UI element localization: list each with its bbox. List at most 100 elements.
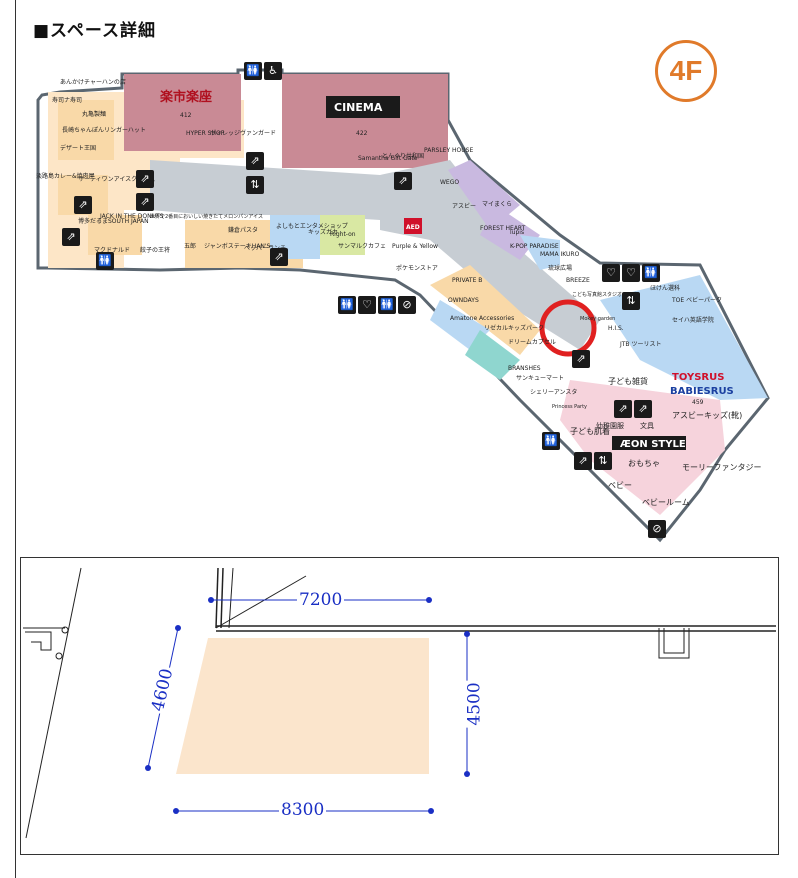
label-toe: TOE ベビーパーク bbox=[671, 296, 722, 304]
label-sushi: 寿司ナ寿司 bbox=[52, 96, 82, 104]
wall-line bbox=[220, 567, 224, 629]
escalator-icon: ⇗ bbox=[136, 193, 154, 211]
label-baby: ベビー bbox=[608, 481, 632, 490]
label-samantha: Samantha Gift Gate bbox=[358, 155, 418, 162]
store-block-nagasaki bbox=[58, 100, 114, 160]
left-margin-line bbox=[15, 0, 16, 878]
label-forest: FOREST HEART bbox=[480, 225, 526, 232]
baby-icon: ♡ bbox=[622, 264, 640, 282]
smoking-icon: ⊘ bbox=[648, 520, 666, 538]
dim-point bbox=[173, 808, 179, 814]
label-jack: JACK IN THE DONUTS bbox=[99, 213, 164, 220]
label-toys-no: 459 bbox=[692, 399, 704, 406]
label-bunbougu: 文具 bbox=[640, 421, 654, 430]
dim-point bbox=[175, 625, 181, 631]
label-mymakura: マイまくら bbox=[482, 201, 512, 208]
label-ankake: あんかけチャーハンの店 bbox=[60, 78, 126, 86]
label-toys: TOYSRUS bbox=[672, 372, 724, 383]
elevator-icon: ⇅ bbox=[246, 176, 264, 194]
label-mamakuro: MAMA IKURO bbox=[540, 251, 580, 258]
escalator-icon: ⇗ bbox=[74, 196, 92, 214]
dim-point bbox=[426, 597, 432, 603]
aeon-sign-bg bbox=[612, 436, 686, 450]
label-dream: ドリームカプセル bbox=[508, 339, 556, 346]
corridor-east bbox=[380, 160, 600, 350]
label-hyper: HYPER SHOP bbox=[186, 130, 225, 137]
cinema-sign-bg bbox=[326, 96, 400, 118]
label-parsley: PARSLEY HOUSE bbox=[424, 147, 473, 154]
label-village: ヴィレッジヴァンガード bbox=[210, 129, 276, 137]
store-block-righton bbox=[320, 215, 365, 255]
label-pasta: 鎌倉パスタ bbox=[228, 226, 258, 234]
label-asubee-kids: アスビーキッズ(靴) bbox=[672, 410, 742, 420]
aed-box bbox=[404, 218, 422, 234]
label-breeze: BREEZE bbox=[566, 277, 590, 284]
label-ramen: 五郎 bbox=[184, 242, 196, 250]
label-asubee: アスビー bbox=[452, 202, 476, 210]
dimension-drawing: 7200 4600 4500 8300 bbox=[20, 557, 779, 855]
dim-point bbox=[428, 808, 434, 814]
restroom-icon: 🚻 bbox=[642, 264, 660, 282]
label-kid: キッズガカ bbox=[308, 228, 338, 236]
elevator-icon: ⇅ bbox=[594, 452, 612, 470]
floor-badge: 4F bbox=[655, 40, 717, 102]
store-block-owndays bbox=[430, 300, 490, 350]
escalator-icon: ⇗ bbox=[574, 452, 592, 470]
dim-point bbox=[145, 765, 151, 771]
label-righton: Right-on bbox=[330, 231, 356, 238]
label-omocha: おもちゃ bbox=[628, 459, 660, 468]
escalator-icon: ⇗ bbox=[270, 248, 288, 266]
label-donkura: とんぐり共和国 bbox=[382, 152, 424, 160]
wall-line bbox=[25, 567, 82, 839]
dimension-top: 7200 bbox=[297, 590, 345, 610]
store-block-toysrus bbox=[600, 275, 768, 400]
wall-line bbox=[215, 575, 307, 629]
label-seiyu: セイハ英語学院 bbox=[672, 316, 714, 324]
dim-point bbox=[464, 631, 470, 637]
label-nagasaki: 長崎ちゃんぽんリンガーハット bbox=[62, 126, 146, 134]
label-kpop: K-POP PARADISE bbox=[510, 243, 559, 250]
label-aed: AED bbox=[406, 224, 420, 231]
label-amatone: Amatone Accessories bbox=[450, 315, 514, 322]
elevator-icon: ⇅ bbox=[622, 292, 640, 310]
label-rakuichi: 楽市楽座 bbox=[159, 89, 212, 105]
label-gyoza: 餃子の王将 bbox=[140, 246, 170, 254]
wall-line bbox=[215, 567, 219, 629]
wall-line bbox=[228, 567, 234, 629]
label-cinema: CINEMA bbox=[334, 101, 383, 114]
label-pepper: ペッパーランチ bbox=[244, 245, 286, 252]
label-hair: ほけん選科 bbox=[650, 284, 680, 292]
label-kidscafe: リゼカルキッズパーク bbox=[484, 324, 544, 332]
label-sankyu: サンキューマート bbox=[516, 375, 564, 382]
label-aeon: ÆON STYLE bbox=[620, 439, 686, 450]
dimension-bottom: 8300 bbox=[279, 800, 327, 820]
dimension-svg bbox=[23, 567, 776, 839]
label-purple: Purple & Yellow bbox=[392, 243, 438, 250]
label-lupis: lupis bbox=[510, 229, 524, 236]
selected-space-marker bbox=[539, 299, 597, 357]
label-princess: Princess Party bbox=[552, 404, 587, 410]
restroom-icon: 🚻 bbox=[338, 296, 356, 314]
escalator-icon: ⇗ bbox=[614, 400, 632, 418]
label-babyroom: ベビールーム bbox=[642, 498, 690, 507]
corridor-main bbox=[150, 160, 380, 220]
label-ikea: サンマルクカフェ bbox=[338, 243, 386, 250]
smoking-icon: ⊘ bbox=[398, 296, 416, 314]
escalator-icon: ⇗ bbox=[394, 172, 412, 190]
label-jumbo: ジャンボステーキHAN'S bbox=[204, 242, 270, 250]
label-cinema-no: 422 bbox=[356, 130, 368, 137]
escalator-icon: ⇗ bbox=[246, 152, 264, 170]
label-mollyfantasy: モーリーファンタジー bbox=[682, 463, 762, 472]
space-area bbox=[176, 638, 429, 774]
store-block-forest bbox=[480, 205, 540, 260]
restroom-icon: 🚻 bbox=[96, 252, 114, 270]
dimension-right: 4500 bbox=[464, 680, 485, 728]
restroom-icon: 🚻 bbox=[378, 296, 396, 314]
store-block-cinema bbox=[282, 74, 448, 168]
label-pokemon: ポケモンストア bbox=[396, 264, 438, 272]
escalator-icon: ⇗ bbox=[572, 350, 590, 368]
column bbox=[25, 631, 52, 651]
label-marukame: 丸亀製麺 bbox=[82, 110, 106, 118]
label-private: PRIVATE B bbox=[452, 277, 482, 284]
joint bbox=[55, 652, 63, 660]
